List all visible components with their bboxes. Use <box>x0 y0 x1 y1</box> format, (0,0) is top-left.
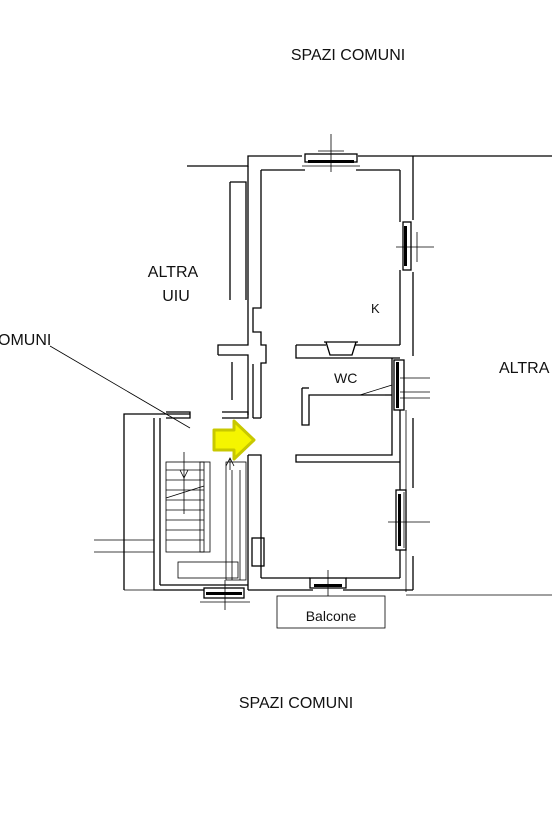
window-top <box>302 134 360 172</box>
entrance-arrow-icon <box>212 419 256 461</box>
label-bottom-common-area: SPAZI COMUNI <box>239 695 353 712</box>
window-right-lower <box>388 489 430 551</box>
apartment-walls <box>187 155 552 596</box>
label-kitchen: K <box>371 301 380 316</box>
kitchen-fixture <box>324 341 358 356</box>
label-right-partial: ALTRA <box>499 360 550 377</box>
interior-walls <box>295 344 400 463</box>
window-stair <box>200 580 250 610</box>
radiator <box>251 537 265 567</box>
leader-line <box>49 345 191 429</box>
window-right-wc <box>359 359 430 411</box>
label-other-unit-line1: ALTRA <box>148 264 199 281</box>
other-unit-walls <box>166 181 249 419</box>
label-other-unit-line2: UIU <box>162 288 190 305</box>
label-common-partial: OMUNI <box>0 332 51 349</box>
label-top-common-area: SPAZI COMUNI <box>291 47 405 64</box>
label-wc: WC <box>334 370 357 386</box>
balcony <box>276 595 386 629</box>
window-right-upper <box>396 221 434 271</box>
window-bottom <box>309 570 347 596</box>
stairwell <box>94 413 248 591</box>
label-balcony: Balcone <box>306 608 357 624</box>
